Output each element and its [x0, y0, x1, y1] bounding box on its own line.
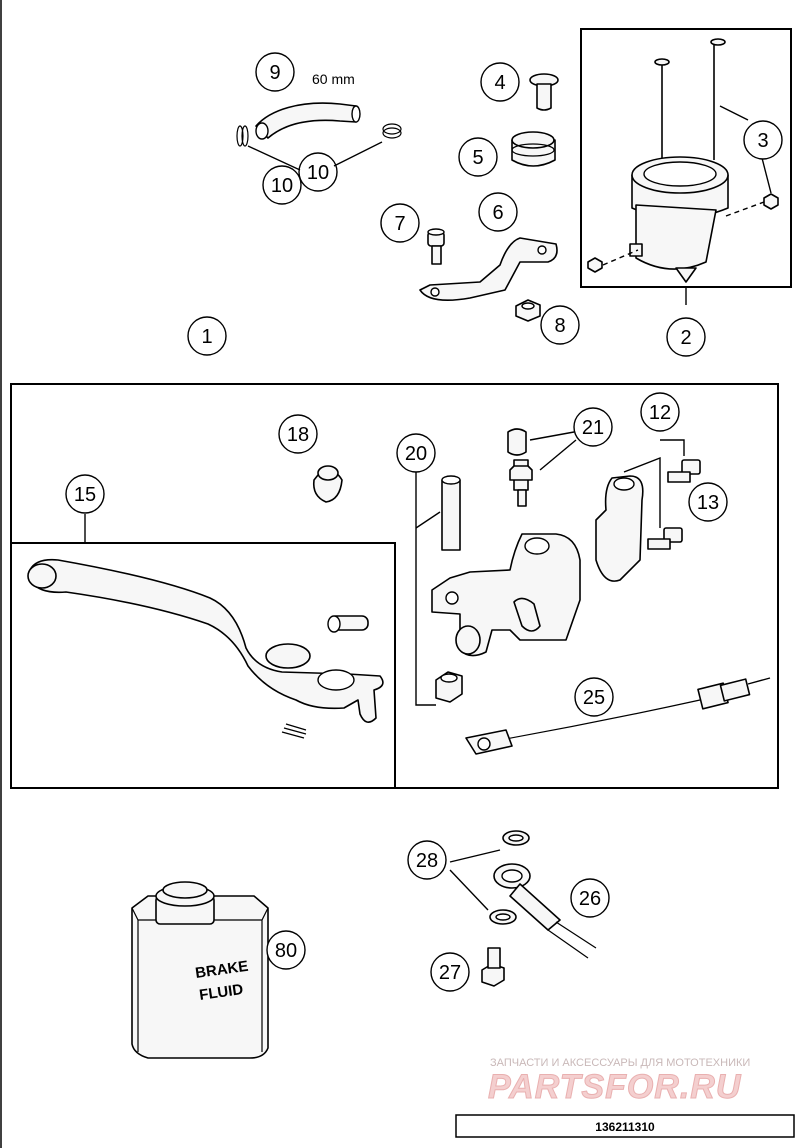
master-cylinder-body-part: [431, 533, 581, 657]
bolt-part: [427, 228, 445, 265]
callout-21: 21: [573, 407, 613, 447]
svg-text:4: 4: [494, 72, 505, 94]
can-label-line2: FLUID: [198, 981, 244, 1004]
watermark-brand: PARTSFOR.RU: [488, 1068, 742, 1106]
adjuster-spring-part: [281, 723, 307, 739]
svg-text:2: 2: [680, 327, 691, 349]
svg-text:25: 25: [583, 687, 605, 709]
banjo-bolt-part: [481, 947, 505, 987]
callout-1: 1: [187, 316, 227, 356]
svg-text:80: 80: [275, 940, 297, 962]
callout-6: 6: [478, 192, 518, 232]
handlebar-clamp-part: [595, 439, 685, 582]
brake-fluid-reservoir-part: [587, 38, 779, 283]
svg-text:10: 10: [307, 162, 329, 184]
svg-text:10: 10: [271, 175, 293, 197]
callout-9: 9: [255, 52, 295, 92]
callout-3: 3: [743, 120, 783, 160]
svg-text:18: 18: [287, 424, 309, 446]
hose-clamp-part: [236, 123, 402, 147]
brake-fluid-can-part: [131, 881, 269, 1059]
callout-13: 13: [688, 482, 728, 522]
reservoir-cap-part: [529, 73, 559, 111]
svg-text:9: 9: [269, 62, 280, 84]
drawing-number-box: [455, 1114, 795, 1138]
nut-part: [515, 299, 541, 322]
sealing-washer-part: [449, 830, 530, 925]
watermark-tagline: ЗАПЧАСТИ И АКСЕССУАРЫ ДЛЯ МОТОТЕХНИКИ: [490, 1057, 750, 1069]
callout-12: 12: [640, 392, 680, 432]
svg-text:26: 26: [579, 888, 601, 910]
svg-text:15: 15: [74, 484, 96, 506]
brake-hose-part: [493, 863, 597, 959]
brake-light-switch-part: [465, 677, 771, 755]
brake-lever-part: [27, 558, 384, 723]
callout-20: 20: [396, 433, 436, 473]
svg-text:28: 28: [416, 850, 438, 872]
svg-text:13: 13: [697, 492, 719, 514]
callout-28: 28: [407, 840, 447, 880]
callout-10-right: 10: [298, 152, 338, 192]
callout-27: 27: [430, 952, 470, 992]
drawing-number: 136211310: [595, 1120, 655, 1134]
svg-text:1: 1: [201, 326, 212, 348]
svg-text:7: 7: [394, 213, 405, 235]
svg-text:8: 8: [554, 315, 565, 337]
callout-26: 26: [570, 878, 610, 918]
hose-length-label: 60 mm: [312, 71, 355, 87]
callout-10-left: 10: [262, 165, 302, 205]
callout-5: 5: [458, 137, 498, 177]
callout-8: 8: [540, 305, 580, 345]
callout-7: 7: [380, 203, 420, 243]
callout-2: 2: [666, 317, 706, 357]
svg-text:5: 5: [472, 147, 483, 169]
callout-25: 25: [574, 677, 614, 717]
callout-4: 4: [480, 62, 520, 102]
reservoir-bracket-part: [419, 237, 558, 301]
pivot-pin-part: [441, 475, 461, 551]
callout-80: 80: [266, 930, 306, 970]
diaphragm-part: [511, 131, 556, 167]
svg-text:3: 3: [757, 130, 768, 152]
hose-part: [255, 102, 361, 140]
svg-text:6: 6: [492, 202, 503, 224]
svg-text:12: 12: [649, 402, 671, 424]
rubber-cap-part: [312, 465, 343, 503]
svg-text:20: 20: [405, 443, 427, 465]
svg-text:27: 27: [439, 962, 461, 984]
callout-18: 18: [278, 414, 318, 454]
pivot-nut-part: [435, 671, 463, 703]
clamp-bolt-part: [647, 459, 701, 550]
bleeder-screw-part: [507, 428, 577, 507]
lever-group-frame: [10, 542, 396, 789]
svg-text:21: 21: [582, 417, 604, 439]
callout-15: 15: [65, 474, 105, 514]
